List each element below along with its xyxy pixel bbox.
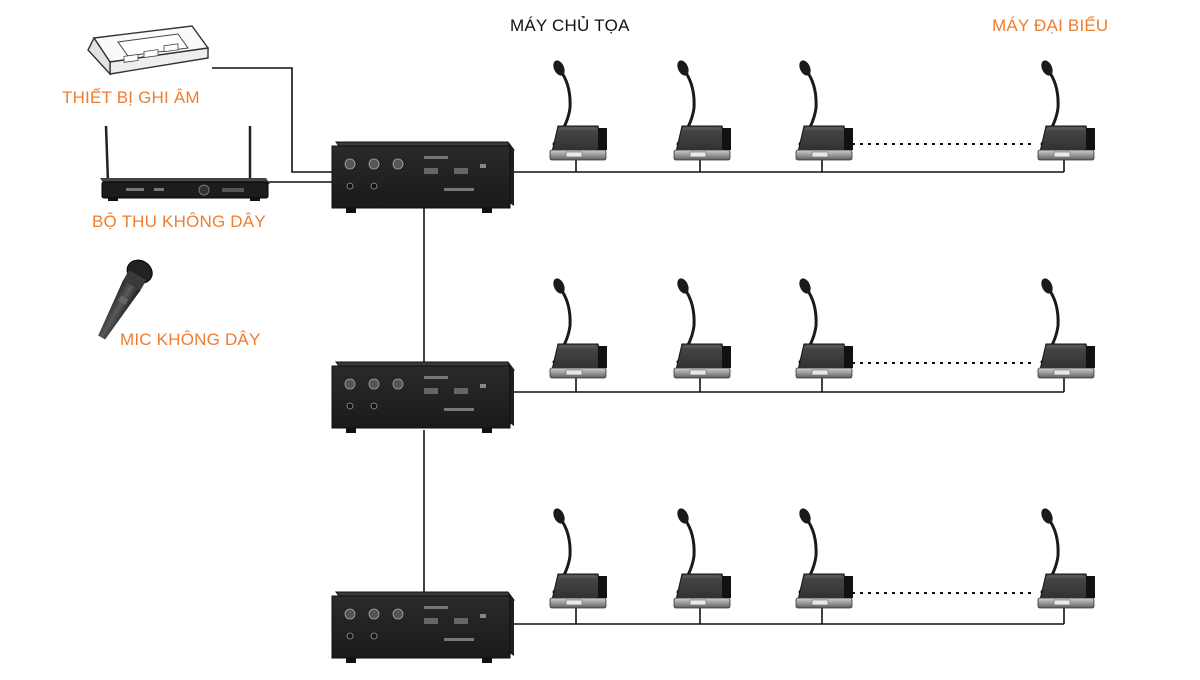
conference-unit-row1-3 <box>794 57 855 162</box>
conference-unit-row2-3 <box>794 275 855 380</box>
conference-unit-row1-chair <box>548 57 609 162</box>
recorder-icon <box>87 25 210 76</box>
recorder-cable <box>212 67 333 173</box>
central-unit-3 <box>331 591 515 664</box>
delegate-unit-label: MÁY ĐẠI BIỂU <box>992 16 1109 35</box>
conference-unit-row3-2 <box>672 505 733 610</box>
recorder-label: THIẾT BỊ GHI ÂM <box>62 88 200 107</box>
central-unit-2 <box>331 361 515 434</box>
wireless-mic-label: MIC KHÔNG DÂY <box>120 330 261 349</box>
conference-unit-row2-last <box>1036 275 1097 380</box>
chair-unit-label: MÁY CHỦ TỌA <box>510 16 630 35</box>
conference-unit-row1-last <box>1036 57 1097 162</box>
conference-unit-row3-3 <box>794 505 855 610</box>
wireless-receiver-icon <box>100 125 270 201</box>
conference-unit-row1-2 <box>672 57 733 162</box>
continuation-dots <box>852 143 1036 594</box>
conference-unit-row3-last <box>1036 505 1097 610</box>
conference-unit-row3-1 <box>548 505 609 610</box>
conference-unit-row2-1 <box>548 275 609 380</box>
conference-unit-row2-2 <box>672 275 733 380</box>
handheld-mic-icon <box>98 259 153 340</box>
central-unit-1 <box>331 141 515 214</box>
wireless-receiver-label: BỘ THU KHÔNG DÂY <box>92 212 266 231</box>
